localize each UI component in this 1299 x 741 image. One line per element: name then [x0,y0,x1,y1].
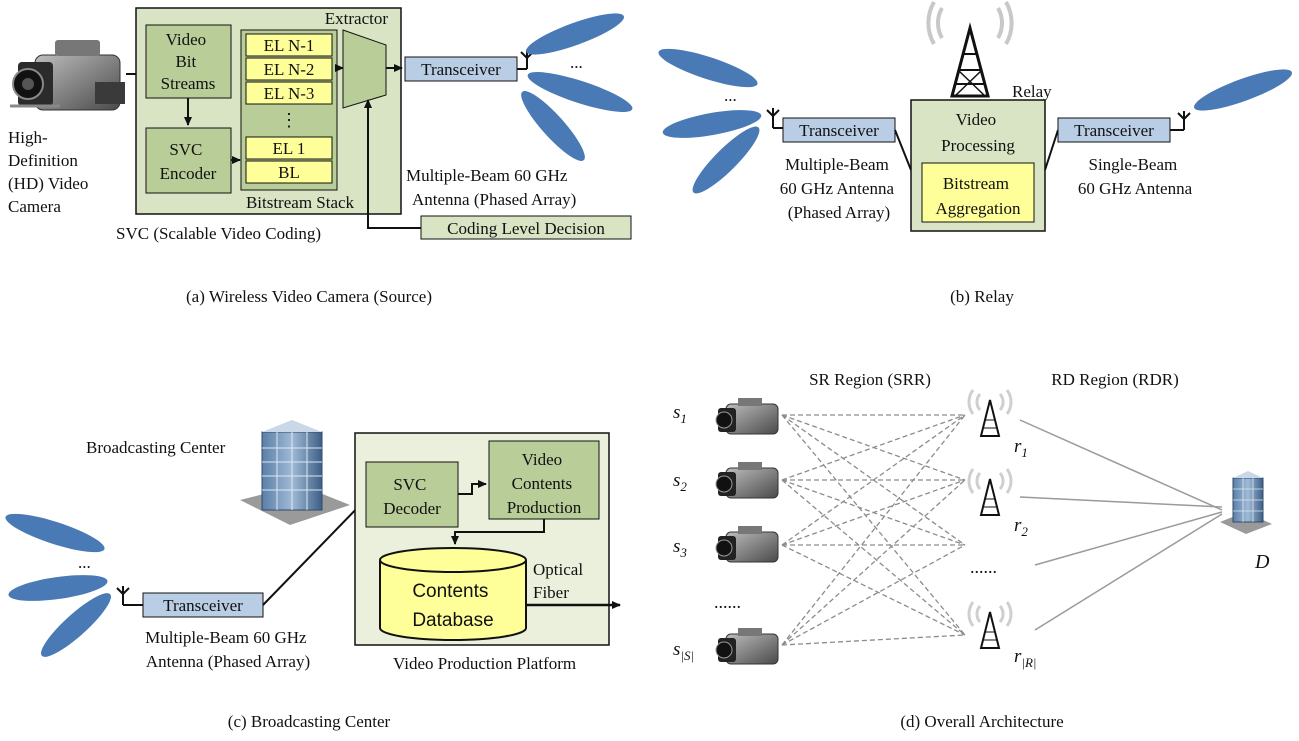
beams-b-left [658,48,762,194]
svc-label: SVC (Scalable Video Coding) [116,224,321,243]
source-camera-icons [715,398,779,665]
optical-fiber-label: Optical Fiber [533,560,587,602]
building-icon [240,420,350,525]
stack-item: BL [278,163,300,182]
beam-dots-c: ... [78,553,91,572]
beam-b-right [1193,69,1293,111]
rd-links [1019,419,1223,631]
antenna-a-label: Multiple-Beam 60 GHz Antenna (Phased Arr… [406,166,576,209]
source-label: s3 [673,536,687,560]
stack-item: EL N-2 [264,60,315,79]
relay-tower-icons [967,389,1013,649]
video-bit-streams-label: Video Bit Streams [161,30,216,93]
antenna-icon [116,586,143,606]
relay-dots: ...... [970,557,997,577]
hd-camera-icon [10,40,125,111]
broadcasting-center-label: Broadcasting Center [86,438,226,457]
relay-label: r2 [1014,515,1028,539]
caption-c: (c) Broadcasting Center [228,712,391,731]
destination-label: D [1254,551,1270,573]
caption-d: (d) Overall Architecture [900,712,1063,731]
source-labels: s1 s2 s3 s|S| [673,402,694,663]
extractor-block [342,29,387,109]
rdr-label: RD Region (RDR) [1051,370,1179,389]
video-contents-production-block [488,440,600,520]
antenna-icon [766,108,783,129]
svc-decoder-label: SVC Decoder [383,475,441,518]
coding-level-decision-label: Coding Level Decision [447,219,605,238]
transceiver-a-label: Transceiver [421,60,501,79]
video-bit-streams-block [145,24,232,99]
source-dots: ...... [714,592,741,612]
stack-item: EL 1 [273,139,306,158]
caption-b: (b) Relay [950,287,1014,306]
svc-encoder-label: SVC Encoder [160,140,217,183]
transceiver-c-label: Transceiver [163,596,243,615]
source-label: s2 [673,470,687,494]
platform-label: Video Production Platform [393,654,576,673]
panel-d: SR Region (SRR) RD Region (RDR) s1 s2 [673,370,1272,731]
stack-items: EL N-1 EL N-2 EL N-3 ⋮ EL 1 BL [245,33,333,184]
transceiver-c [142,592,264,618]
panel-a: High- Definition (HD) Video Camera Extra… [8,7,633,306]
relay-label: Relay [1012,82,1052,101]
srr-label: SR Region (SRR) [809,370,931,389]
beam-dots-b: ... [724,86,737,105]
stack-item: EL N-3 [264,84,315,103]
bitstream-stack-label: Bitstream Stack [246,193,355,212]
beams-c [5,513,111,657]
antenna-b-left-label: Multiple-Beam 60 GHz Antenna (Phased Arr… [780,155,899,222]
contents-database-label: Contents Database [412,581,493,631]
stack-ellipsis: ⋮ [280,110,298,130]
svc-decoder-block [365,461,459,528]
video-processing-label: Video Processing [941,110,1015,155]
contents-database-icon [379,547,527,641]
feedback-arrow [364,99,421,229]
video-contents-production-label: Video Contents Production [507,450,582,517]
bitstream-aggregation-label: Bitstream Aggregation [936,174,1021,218]
relay-tower-icon [926,1,1014,98]
transceiver-b-left-label: Transceiver [799,121,879,140]
bitstream-aggregation-block [921,162,1035,223]
transceiver-b-right-label: Transceiver [1074,121,1154,140]
decoder-to-production-arrow [458,480,487,495]
beam-dots-a: ... [570,53,583,72]
transceiver-a [404,56,518,82]
beams-a [521,13,633,161]
production-to-database-arrow [451,519,545,545]
panel-c: Broadcasting Center ... Transceiver [5,420,621,731]
antenna-icon [1170,111,1191,131]
relay-label: r1 [1014,436,1028,460]
camera-label: High- Definition (HD) Video Camera [8,128,93,216]
stack-item: EL N-1 [264,36,315,55]
caption-a: (a) Wireless Video Camera (Source) [186,287,432,306]
source-label: s|S| [673,639,694,663]
link-line [262,499,366,606]
link-line [894,129,912,171]
extractor-label: Extractor [325,9,389,28]
transceiver-b-left [782,117,896,143]
antenna-b-right-label: Single-Beam 60 GHz Antenna [1078,155,1193,198]
destination-building-icon [1220,471,1272,534]
panel-b: Relay ... Transceiver Video Processing B… [658,1,1293,306]
relay-labels: r1 r2 r|R| [1014,436,1037,670]
transceiver-b-right [1057,117,1171,143]
sr-links [781,414,966,646]
antenna-c-label: Multiple-Beam 60 GHz Antenna (Phased Arr… [145,628,311,671]
relay-label: r|R| [1014,646,1037,670]
svc-encoder-block [145,127,232,194]
link-line [1044,129,1059,171]
source-label: s1 [673,402,687,426]
